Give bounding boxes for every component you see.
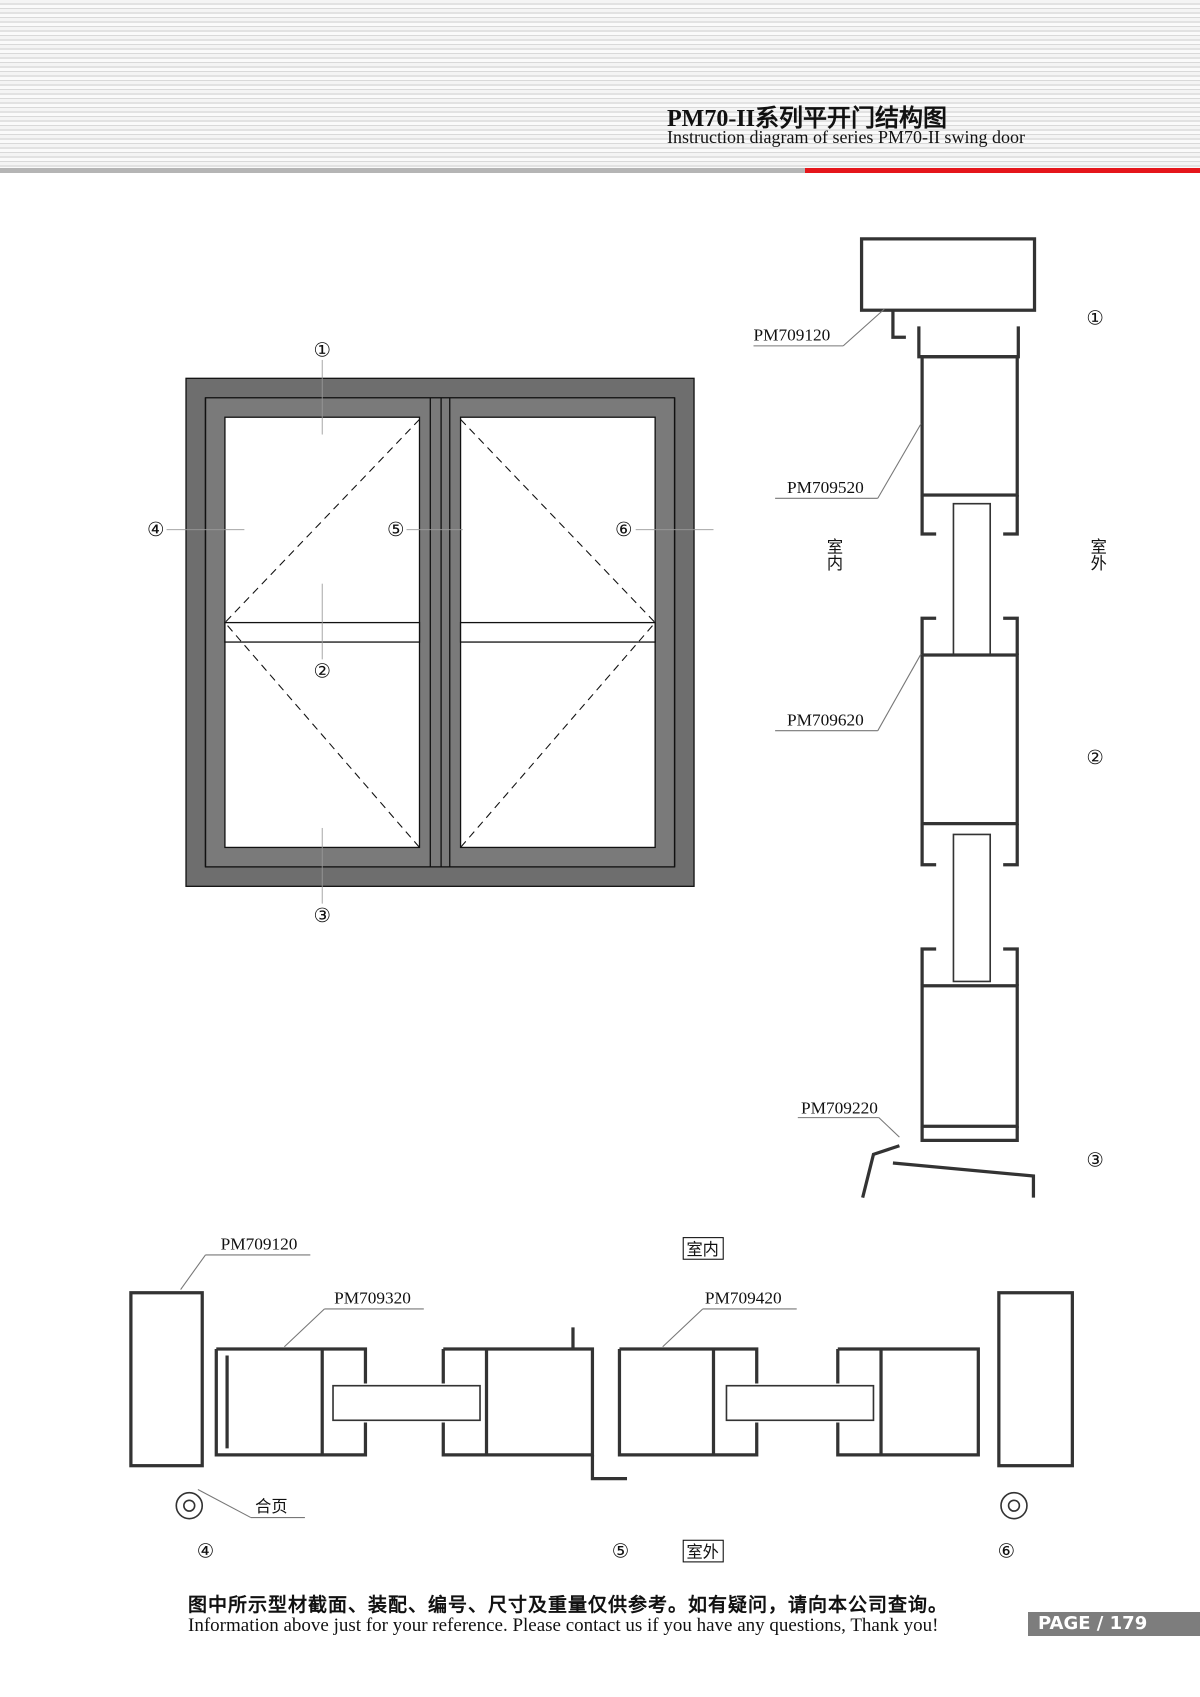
outdoor-label: 室外 [1088, 538, 1107, 570]
page-subtitle: Instruction diagram of series PM70-II sw… [667, 127, 1025, 147]
marker-5: ⑤ [612, 1542, 629, 1563]
hinge-label: 合页 [255, 1497, 287, 1516]
front-elevation: ① ② ③ ④ ⑤ ⑥ [147, 341, 714, 927]
footer-note-en: Information above just for your referenc… [188, 1615, 939, 1636]
indoor-label: 室内 [686, 1240, 718, 1259]
marker-6: ⑥ [615, 520, 632, 541]
outdoor-label: 室外 [686, 1543, 718, 1562]
marker-5: ⑤ [387, 520, 404, 541]
marker-2: ② [1086, 748, 1103, 769]
part-label-pm709220: PM709220 [801, 1098, 878, 1117]
part-label-pm709520: PM709520 [787, 478, 864, 497]
marker-6: ⑥ [998, 1542, 1015, 1563]
part-label-pm709120: PM709120 [221, 1235, 298, 1254]
marker-3: ③ [313, 906, 330, 927]
part-label-pm709620: PM709620 [787, 710, 864, 729]
horizontal-section: PM709120 PM709320 PM709420 合页 室内 室外 ④ ⑤ … [129, 1235, 1074, 1563]
marker-1: ① [313, 341, 330, 362]
footer-note-cn: 图中所示型材截面、装配、编号、尺寸及重量仅供参考。如有疑问，请向本公司查询。 [188, 1594, 949, 1616]
marker-3: ③ [1086, 1150, 1103, 1171]
indoor-label: 室内 [824, 538, 843, 571]
marker-1: ① [1086, 308, 1103, 329]
header-gray-rule [0, 168, 805, 173]
header-banner [0, 0, 1200, 170]
header-red-rule [805, 168, 1200, 173]
part-label-pm709120: PM709120 [753, 325, 830, 344]
page-title: PM70-II系列平开门结构图 [667, 106, 947, 132]
part-label-pm709420: PM709420 [705, 1289, 782, 1308]
marker-4: ④ [147, 520, 164, 541]
page-number-badge: PAGE / 179 [1028, 1612, 1200, 1636]
part-label-pm709320: PM709320 [334, 1289, 411, 1308]
marker-4: ④ [197, 1542, 214, 1563]
vertical-section: PM709120 PM709520 PM709620 PM709220 ① ② … [753, 237, 1107, 1199]
marker-2: ② [313, 662, 330, 683]
